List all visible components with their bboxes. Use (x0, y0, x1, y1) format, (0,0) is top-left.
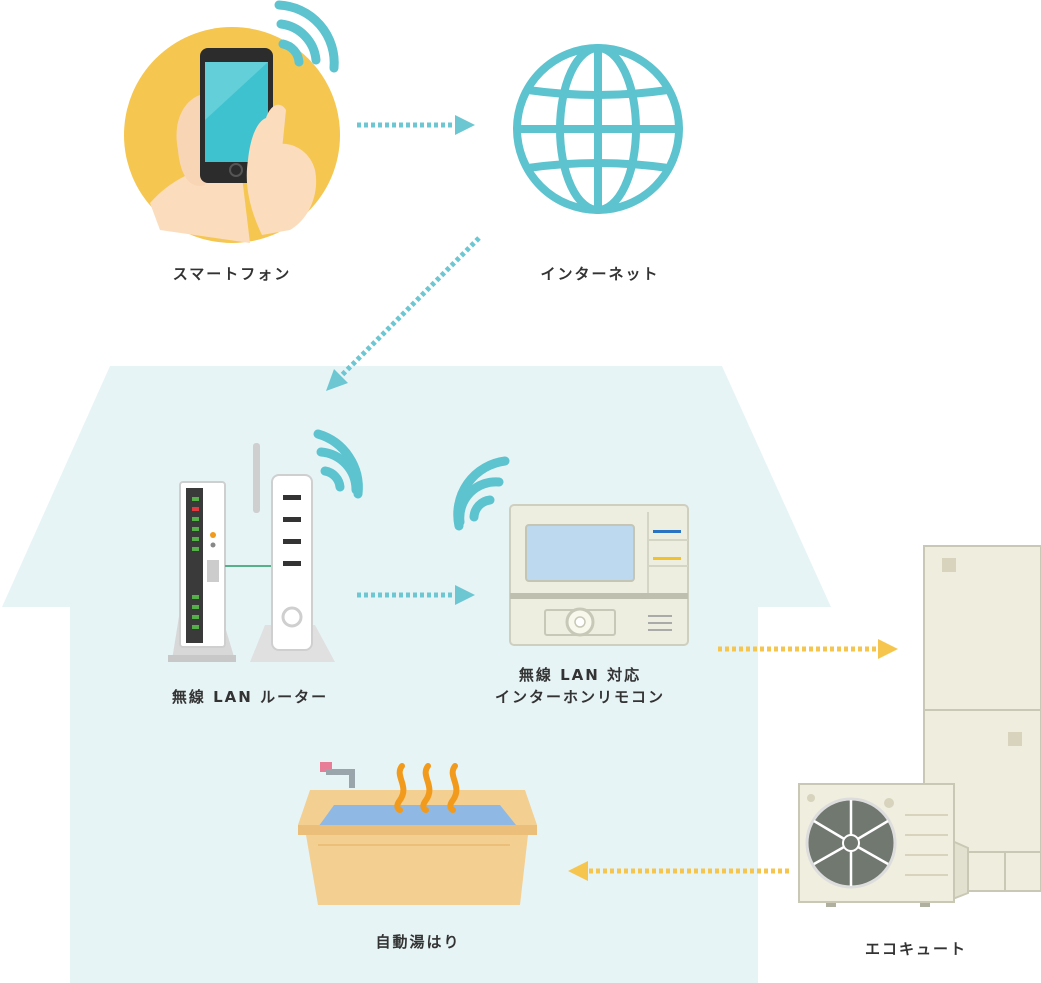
arrow-phone-to-internet (357, 115, 475, 135)
smartphone-label: スマートフォン (172, 265, 292, 283)
bath-label: 自動湯はり (375, 933, 461, 951)
smartphone-icon (124, 27, 340, 243)
remote-wifi-icon (453, 456, 510, 531)
internet-label: インターネット (540, 265, 660, 283)
arrow-router-to-remote (357, 585, 475, 605)
arrow-remote-to-ecocute (718, 639, 898, 659)
intercom-remote-icon (509, 504, 689, 646)
globe-icon (513, 44, 683, 214)
bathtub-icon (298, 762, 537, 905)
remote-label-line1: 無線 LAN 対応 (518, 666, 642, 684)
arrow-internet-to-router (326, 236, 481, 391)
steam-icon (394, 763, 460, 813)
remote-label: 無線 LAN 対応 インターホンリモコン (460, 664, 700, 708)
router-wifi-icon (313, 429, 363, 499)
ecocute-label: エコキュート (864, 940, 967, 958)
remote-label-line2: インターホンリモコン (494, 688, 665, 706)
arrow-ecocute-to-bath (568, 861, 789, 881)
heat-pump-fan-icon (798, 783, 969, 907)
smartphone-wifi-icon (274, 0, 339, 73)
router-label: 無線 LAN ルーター (171, 688, 329, 706)
router-icon (168, 443, 335, 662)
